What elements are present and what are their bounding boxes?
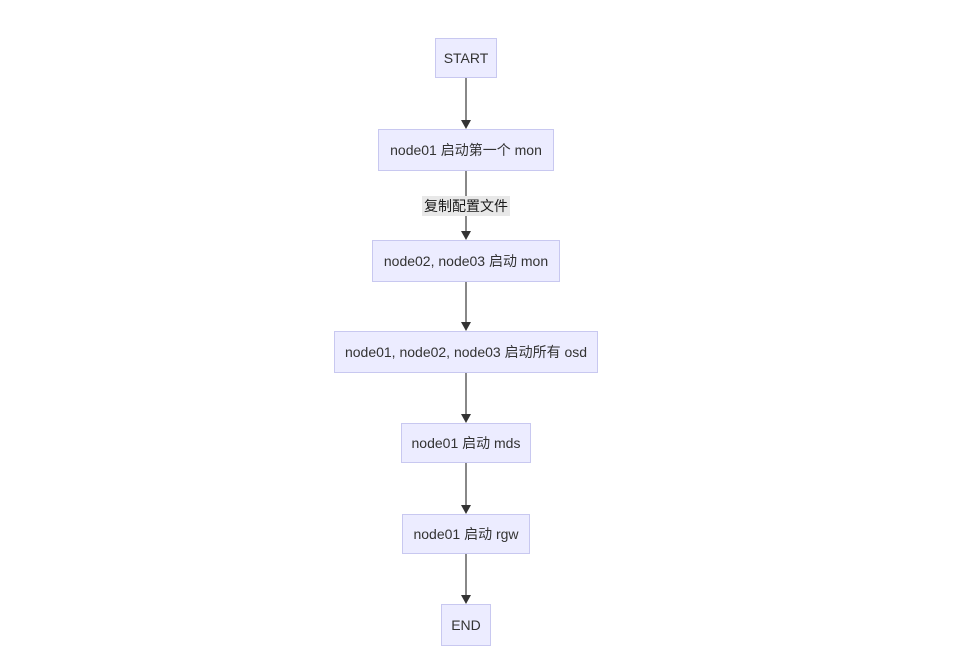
flowchart-node-mds: node01 启动 mds — [401, 423, 531, 463]
arrowhead-icon — [461, 322, 471, 331]
arrowhead-icon — [461, 414, 471, 423]
arrowhead-icon — [461, 231, 471, 240]
flowchart-node-osd: node01, node02, node03 启动所有 osd — [334, 331, 598, 373]
flowchart-node-end: END — [441, 604, 491, 646]
edge-line-start-mon1 — [465, 78, 467, 121]
arrowhead-icon — [461, 595, 471, 604]
flowchart-node-start: START — [435, 38, 497, 78]
flowchart-node-mon23: node02, node03 启动 mon — [372, 240, 560, 282]
flowchart-node-rgw: node01 启动 rgw — [402, 514, 530, 554]
edge-line-mon23-osd — [465, 282, 467, 322]
arrowhead-icon — [461, 120, 471, 129]
edge-line-osd-mds — [465, 373, 467, 414]
arrowhead-icon — [461, 505, 471, 514]
flowchart-node-mon1: node01 启动第一个 mon — [378, 129, 554, 171]
edge-line-mds-rgw — [465, 463, 467, 505]
edge-line-rgw-end — [465, 554, 467, 595]
edge-label-copy-config: 复制配置文件 — [422, 196, 510, 216]
